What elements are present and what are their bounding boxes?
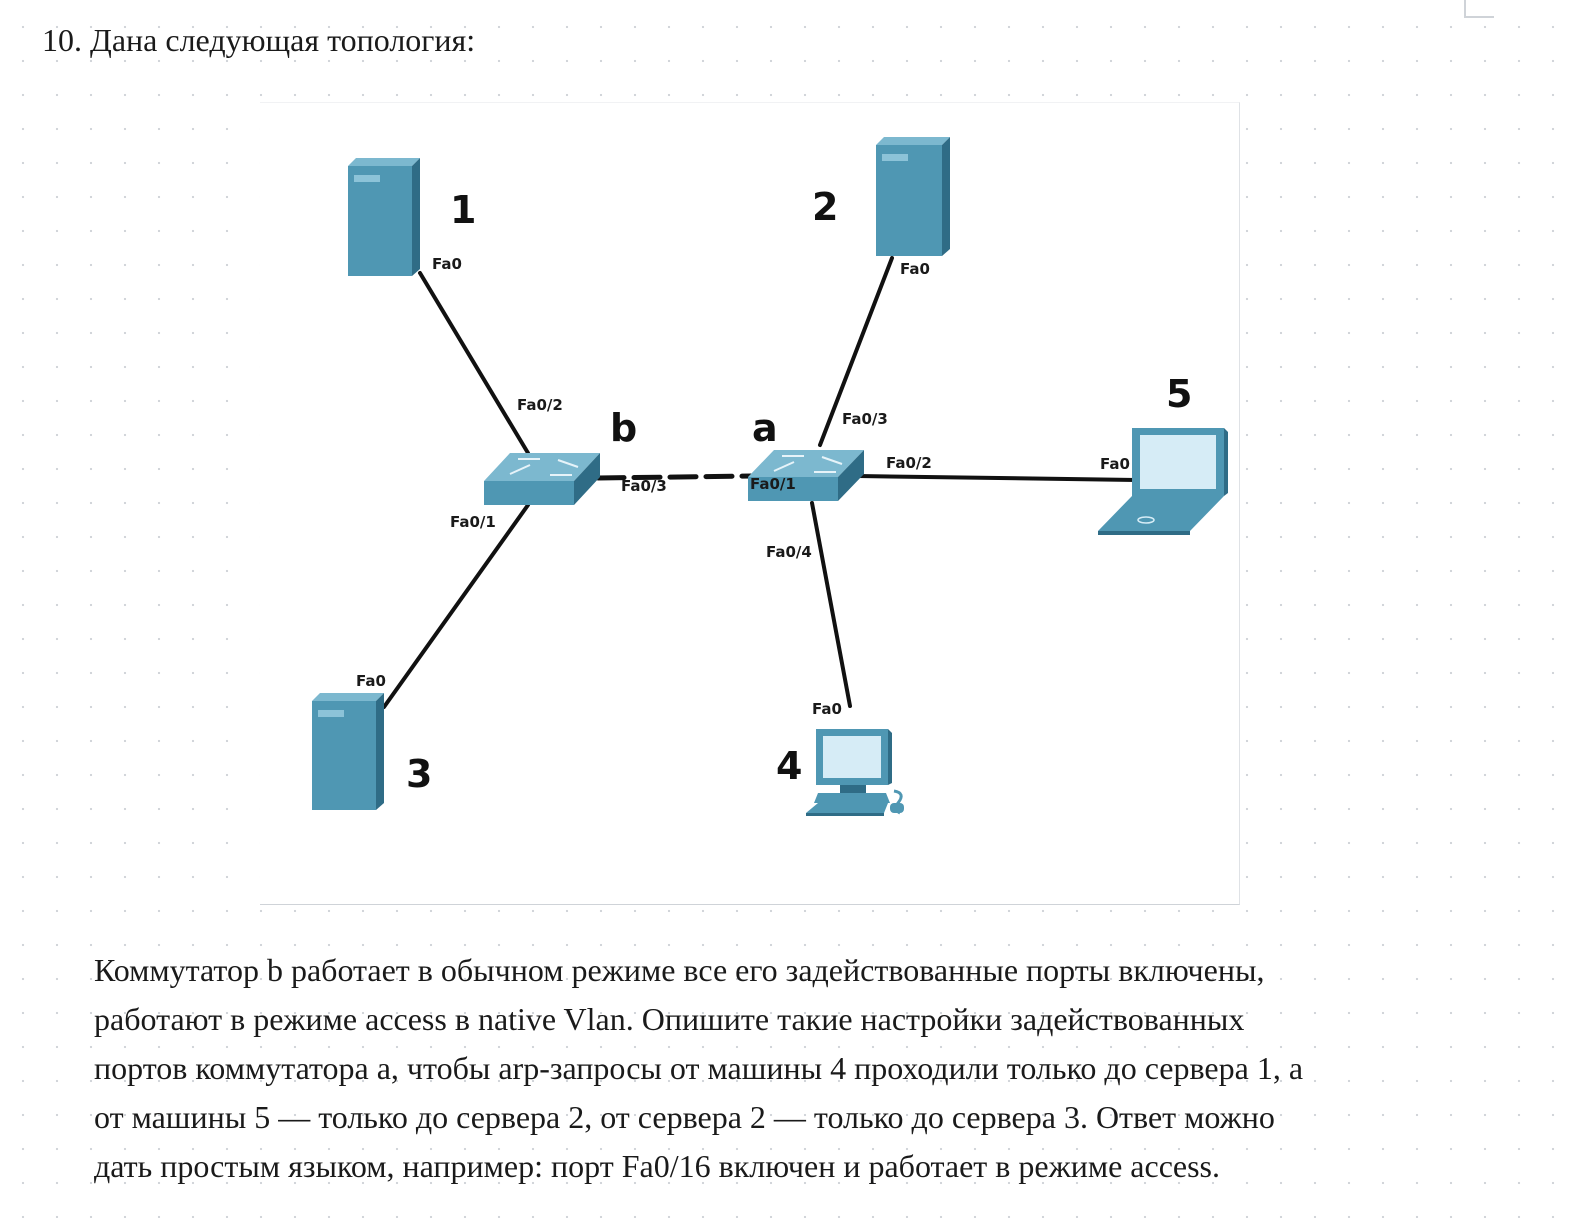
- server-3-icon[interactable]: [312, 693, 384, 810]
- link-switch-b-switch-a: [595, 473, 755, 481]
- port-label-laptop5-fa0: Fa0: [1100, 455, 1130, 473]
- pc-4-icon[interactable]: [806, 729, 904, 816]
- link-server3-switch-b: [382, 503, 530, 709]
- question-text: Коммутатор b работает в обычном режиме в…: [94, 946, 1514, 1191]
- switch-b-label: b: [610, 406, 637, 450]
- port-label-a-fa0-4: Fa0/4: [766, 543, 812, 561]
- page-corner-mark: [1464, 0, 1494, 18]
- port-label-a-fa0-2: Fa0/2: [886, 454, 932, 472]
- question-line-2: работают в режиме access в native Vlan. …: [94, 1001, 1245, 1037]
- server-2-label: 2: [812, 185, 838, 229]
- link-switch-a-laptop5: [856, 474, 1138, 482]
- port-label-b-fa0-3: Fa0/3: [621, 477, 667, 495]
- switch-b-icon[interactable]: [484, 453, 600, 505]
- link-server1-switch-b: [418, 271, 530, 455]
- topology-figure: 1 2 3 4 5 b a Fa0 Fa0 Fa0 Fa0 Fa0 Fa0/2 …: [260, 102, 1240, 905]
- switch-a-label: a: [752, 406, 778, 450]
- question-heading: 10. Дана следующая топология:: [42, 22, 476, 58]
- server-2-icon[interactable]: [876, 137, 950, 256]
- port-label-b-fa0-2: Fa0/2: [517, 396, 563, 414]
- question-line-5: дать простым языком, например: порт Fa0/…: [94, 1148, 1220, 1184]
- port-label-pc4-fa0: Fa0: [812, 700, 842, 718]
- laptop-5-icon[interactable]: [1098, 428, 1228, 535]
- port-label-b-fa0-1: Fa0/1: [450, 513, 496, 531]
- link-switch-a-server2: [818, 256, 894, 447]
- port-label-a-fa0-3: Fa0/3: [842, 410, 888, 428]
- port-label-server1-fa0: Fa0: [432, 255, 462, 273]
- pc-4-label: 4: [776, 744, 802, 788]
- server-3-label: 3: [406, 752, 432, 796]
- switch-a-icon[interactable]: [748, 450, 864, 501]
- laptop-5-label: 5: [1166, 372, 1192, 416]
- port-label-a-fa0-1: Fa0/1: [750, 475, 796, 493]
- port-label-server2-fa0: Fa0: [900, 260, 930, 278]
- server-1-icon[interactable]: [348, 158, 420, 276]
- topology-diagram: 1 2 3 4 5 b a Fa0 Fa0 Fa0 Fa0 Fa0 Fa0/2 …: [312, 137, 1228, 816]
- question-line-4: от машины 5 — только до сервера 2, от се…: [94, 1099, 1275, 1135]
- link-switch-a-pc4: [810, 501, 852, 708]
- port-label-server3-fa0: Fa0: [356, 672, 386, 690]
- question-line-1: Коммутатор b работает в обычном режиме в…: [94, 952, 1265, 988]
- question-line-3: портов коммутатора a, чтобы arp-запросы …: [94, 1050, 1304, 1086]
- server-1-label: 1: [450, 188, 476, 232]
- links: [382, 256, 1138, 709]
